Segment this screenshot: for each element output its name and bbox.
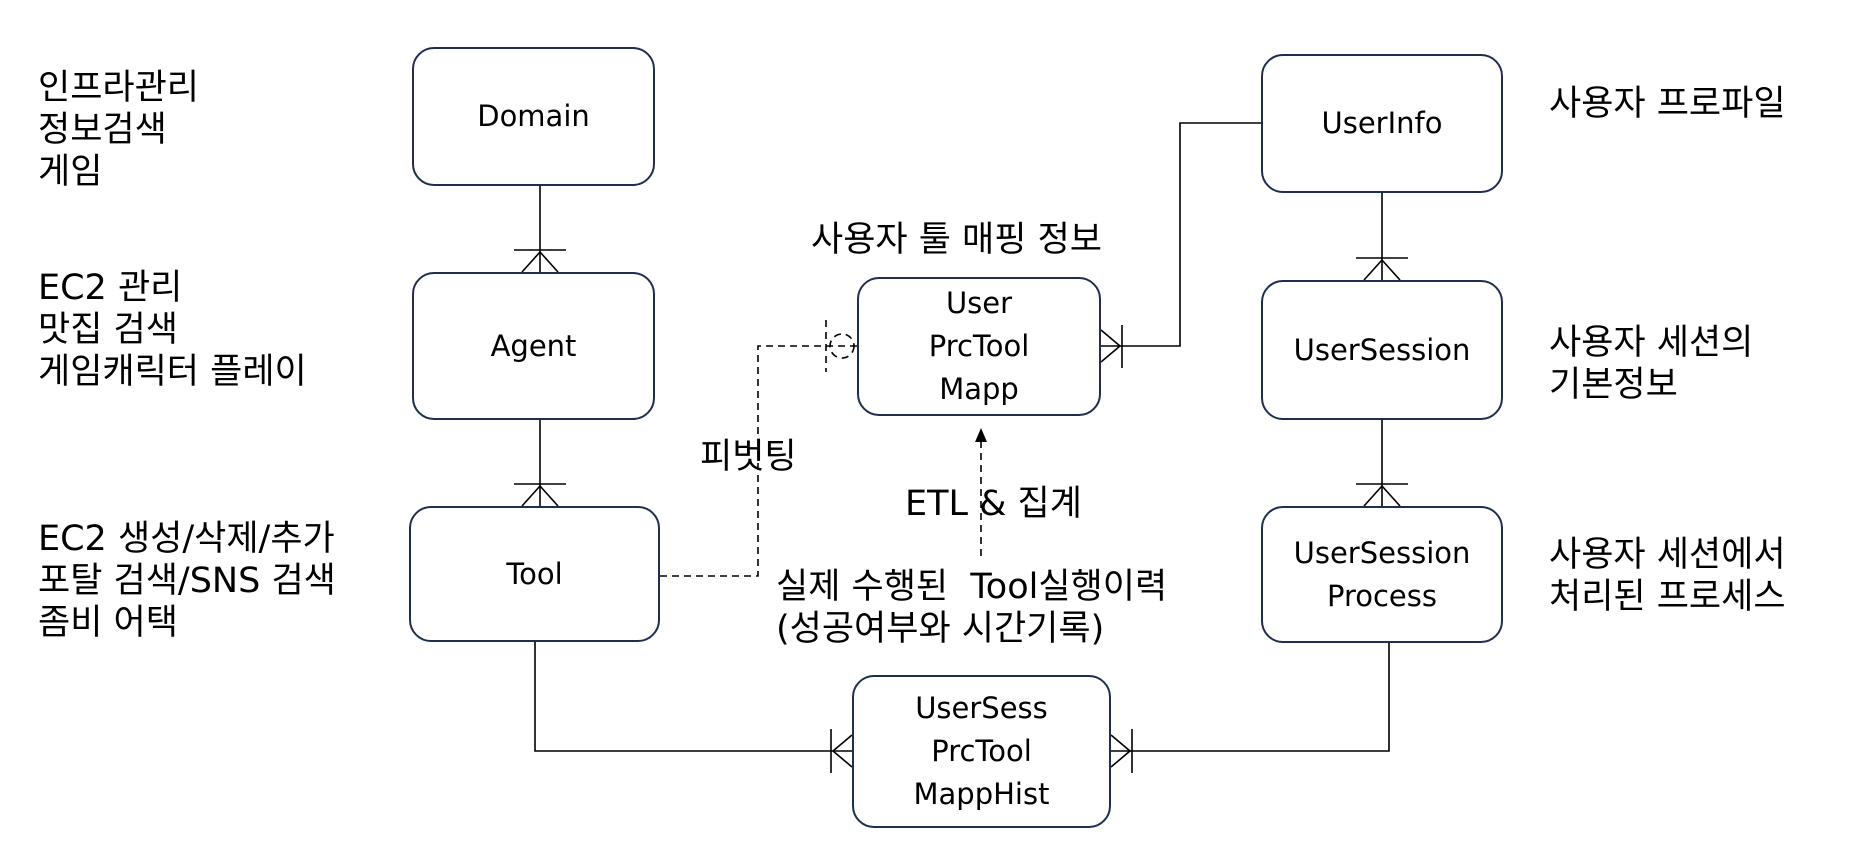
- domain-agent-crowfoot-right: [539, 251, 559, 273]
- usersession-desc-line2: 기본정보: [1549, 365, 1678, 405]
- agent-entity[interactable]: Agent: [412, 272, 655, 420]
- domain-examples: 인프라관리 정보검색 게임: [38, 67, 199, 193]
- agent-example-2: 맛집 검색: [38, 310, 178, 350]
- history-desc-line1: 실제 수행된 Tool실행이력: [776, 567, 1168, 607]
- process-label-line1: UserSession: [1293, 535, 1471, 570]
- usersess-prctool-mapphist-entity[interactable]: UserSess PrcTool MappHist: [852, 675, 1111, 828]
- agent-examples: EC2 관리 맛집 검색 게임캐릭터 플레이: [38, 267, 307, 393]
- etl-label: ETL & 집계: [905, 483, 1082, 525]
- mapping-title: 사용자 툴 매핑 정보: [811, 219, 1102, 261]
- pivoting-label: 피벗팅: [700, 436, 797, 478]
- tool-entity[interactable]: Tool: [409, 506, 660, 642]
- pivoting-text: 피벗팅: [700, 437, 797, 477]
- process-history-crowfoot-bottom: [1110, 750, 1131, 768]
- etl-arrowhead: [975, 428, 987, 442]
- userinfo-mapping-crowfoot-bottom: [1100, 345, 1121, 363]
- user-prctool-mapp-entity[interactable]: User PrcTool Mapp: [857, 277, 1101, 416]
- tool-history-relation: [534, 642, 852, 752]
- process-description: 사용자 세션에서 처리된 프로세스: [1549, 534, 1786, 618]
- process-desc-line1: 사용자 세션에서: [1549, 535, 1786, 575]
- agent-example-1: EC2 관리: [38, 268, 183, 308]
- domain-example-1: 인프라관리: [38, 68, 200, 108]
- history-description: 실제 수행된 Tool실행이력 (성공여부와 시간기록): [776, 566, 1167, 650]
- history-label-line2: PrcTool: [931, 734, 1032, 768]
- mapping-label-line1: User: [945, 286, 1013, 320]
- process-history-relation: [1111, 643, 1390, 752]
- agent-entity-label: Agent: [490, 328, 577, 363]
- pivoting-optional-circle: [829, 333, 855, 359]
- agent-tool-crowfoot-left: [521, 485, 541, 507]
- agent-tool-crowfoot-right: [539, 485, 559, 507]
- history-label-line1: UserSess: [915, 691, 1048, 725]
- pivoting-dashed-line: [660, 345, 857, 577]
- userinfo-entity-label: UserInfo: [1321, 106, 1443, 140]
- tool-example-3: 좀비 어택: [38, 603, 178, 643]
- tool-history-crowfoot-bottom: [832, 750, 853, 768]
- userinfo-session-crowfoot-right: [1381, 259, 1401, 281]
- userinfo-session-crowfoot-left: [1363, 259, 1383, 281]
- process-desc-line2: 처리된 프로세스: [1549, 577, 1786, 617]
- session-process-crowfoot-left: [1363, 485, 1383, 507]
- domain-example-2: 정보검색: [38, 110, 167, 150]
- domain-agent-crowfoot-left: [521, 251, 541, 273]
- domain-entity-label: Domain: [477, 99, 590, 133]
- tool-example-2: 포탈 검색/SNS 검색: [38, 561, 336, 601]
- usersession-description: 사용자 세션의 기본정보: [1549, 322, 1753, 406]
- history-label-line3: MappHist: [913, 777, 1050, 811]
- agent-example-3: 게임캐릭터 플레이: [38, 352, 307, 392]
- userinfo-description: 사용자 프로파일: [1549, 83, 1786, 125]
- tool-history-crowfoot-top: [832, 734, 853, 752]
- usersession-entity-label: UserSession: [1293, 332, 1471, 367]
- process-history-crowfoot-top: [1110, 734, 1131, 752]
- tool-example-1: EC2 생성/삭제/추가: [38, 519, 335, 559]
- userinfo-mapping-relation: [1101, 122, 1261, 347]
- domain-example-3: 게임: [38, 152, 103, 192]
- mapping-label-line2: PrcTool: [928, 329, 1030, 363]
- etl-text: ETL & 집계: [905, 484, 1082, 524]
- tool-entity-label: Tool: [506, 556, 563, 591]
- userinfo-entity[interactable]: UserInfo: [1261, 54, 1503, 193]
- session-process-crowfoot-right: [1381, 485, 1401, 507]
- tool-examples: EC2 생성/삭제/추가 포탈 검색/SNS 검색 좀비 어택: [38, 518, 336, 644]
- usersession-entity[interactable]: UserSession: [1261, 280, 1503, 420]
- userinfo-desc-text: 사용자 프로파일: [1549, 84, 1786, 124]
- process-label-line2: Process: [1326, 578, 1437, 613]
- history-desc-line2: (성공여부와 시간기록): [776, 609, 1105, 649]
- domain-entity[interactable]: Domain: [412, 47, 655, 186]
- mapping-title-text: 사용자 툴 매핑 정보: [811, 220, 1102, 260]
- mapping-label-line3: Mapp: [939, 372, 1019, 406]
- usersession-process-entity[interactable]: UserSession Process: [1261, 506, 1503, 643]
- userinfo-mapping-crowfoot-top: [1100, 329, 1121, 347]
- usersession-desc-line1: 사용자 세션의: [1549, 323, 1754, 363]
